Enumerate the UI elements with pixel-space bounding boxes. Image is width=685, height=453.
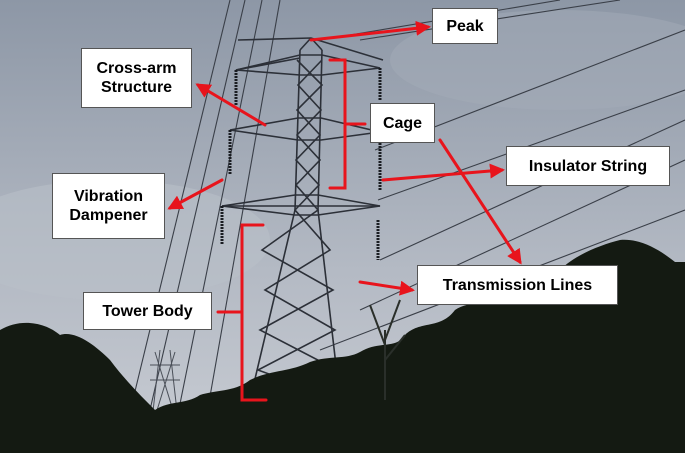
label-cross-arm-structure: Cross-arm Structure [81, 48, 192, 108]
label-insulator-string: Insulator String [506, 146, 670, 186]
peak-arrow [309, 20, 431, 42]
transmission-arrow-2 [358, 280, 415, 296]
transmission-arrow-1 [438, 138, 522, 265]
main-tower [221, 37, 384, 401]
bare-tree [369, 299, 406, 400]
insulator-arrow [381, 163, 505, 182]
cage-bracket [328, 58, 367, 190]
label-peak: Peak [432, 8, 498, 44]
annotation-arrows [167, 20, 522, 402]
insulator-strings [220, 68, 382, 260]
cross-arm-arrow [195, 83, 267, 127]
label-tower-body: Tower Body [83, 292, 212, 330]
label-vibration-dampener: Vibration Dampener [52, 173, 165, 239]
vibration-arrow [167, 178, 224, 210]
tower-body-bracket [216, 223, 268, 402]
label-transmission-lines: Transmission Lines [417, 265, 618, 305]
label-cage: Cage [370, 103, 435, 143]
